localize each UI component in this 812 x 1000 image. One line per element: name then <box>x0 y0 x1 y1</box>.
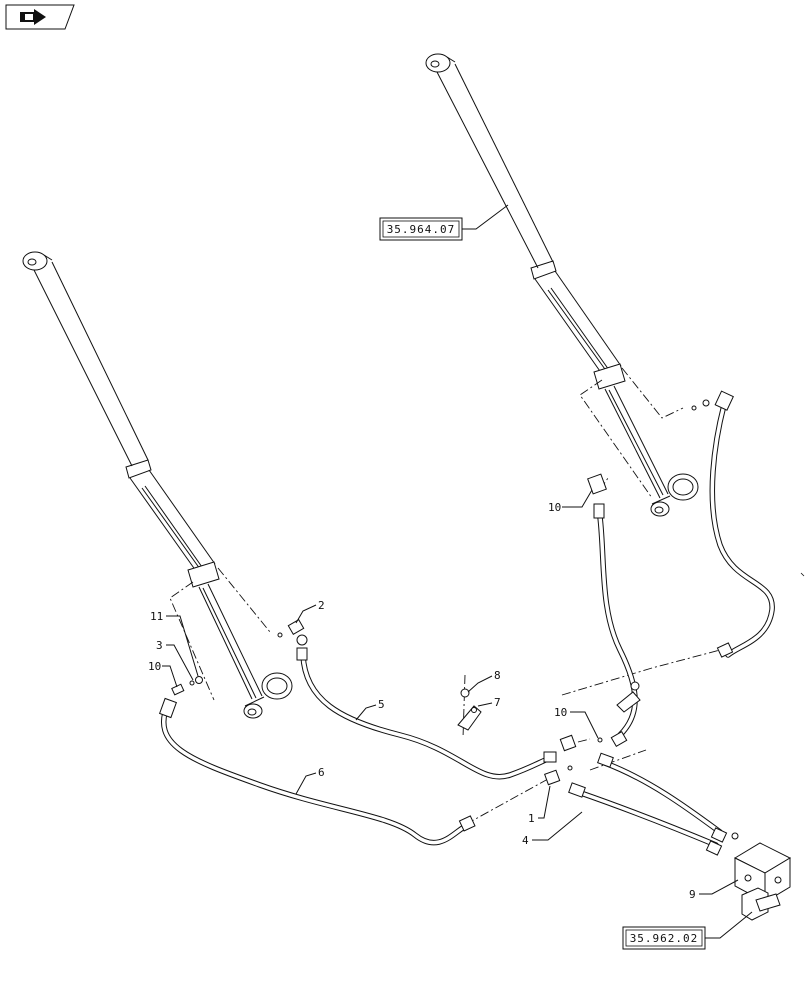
callout-8: 8 <box>494 669 501 682</box>
edge-mark <box>800 572 805 577</box>
fittings <box>158 390 734 832</box>
reference-upper-text: 35.964.07 <box>387 223 456 236</box>
callout-5: 5 <box>378 698 385 711</box>
callout-10-top: 10 <box>548 501 561 514</box>
navigation-arrow-icon[interactable] <box>5 4 75 30</box>
callout-11: 11 <box>150 610 163 623</box>
reference-box-upper[interactable]: 35.964.07 <box>379 204 509 241</box>
right-cylinder <box>425 53 699 517</box>
callout-2: 2 <box>318 599 325 612</box>
callouts: 2 11 3 10 10 8 7 5 6 10 1 4 9 <box>148 489 739 901</box>
callout-7: 7 <box>494 696 501 709</box>
callout-6: 6 <box>318 766 325 779</box>
callout-1: 1 <box>528 812 535 825</box>
callout-10-mid: 10 <box>554 706 567 719</box>
reference-box-lower[interactable]: 35.962.02 <box>622 911 753 950</box>
reference-lower-text: 35.962.02 <box>630 932 699 945</box>
callout-3: 3 <box>156 639 163 652</box>
callout-4: 4 <box>522 834 529 847</box>
hoses <box>160 402 775 848</box>
valve-block <box>705 827 792 921</box>
callout-10-left: 10 <box>148 660 161 673</box>
callout-9: 9 <box>689 888 696 901</box>
left-cylinder <box>22 251 293 719</box>
